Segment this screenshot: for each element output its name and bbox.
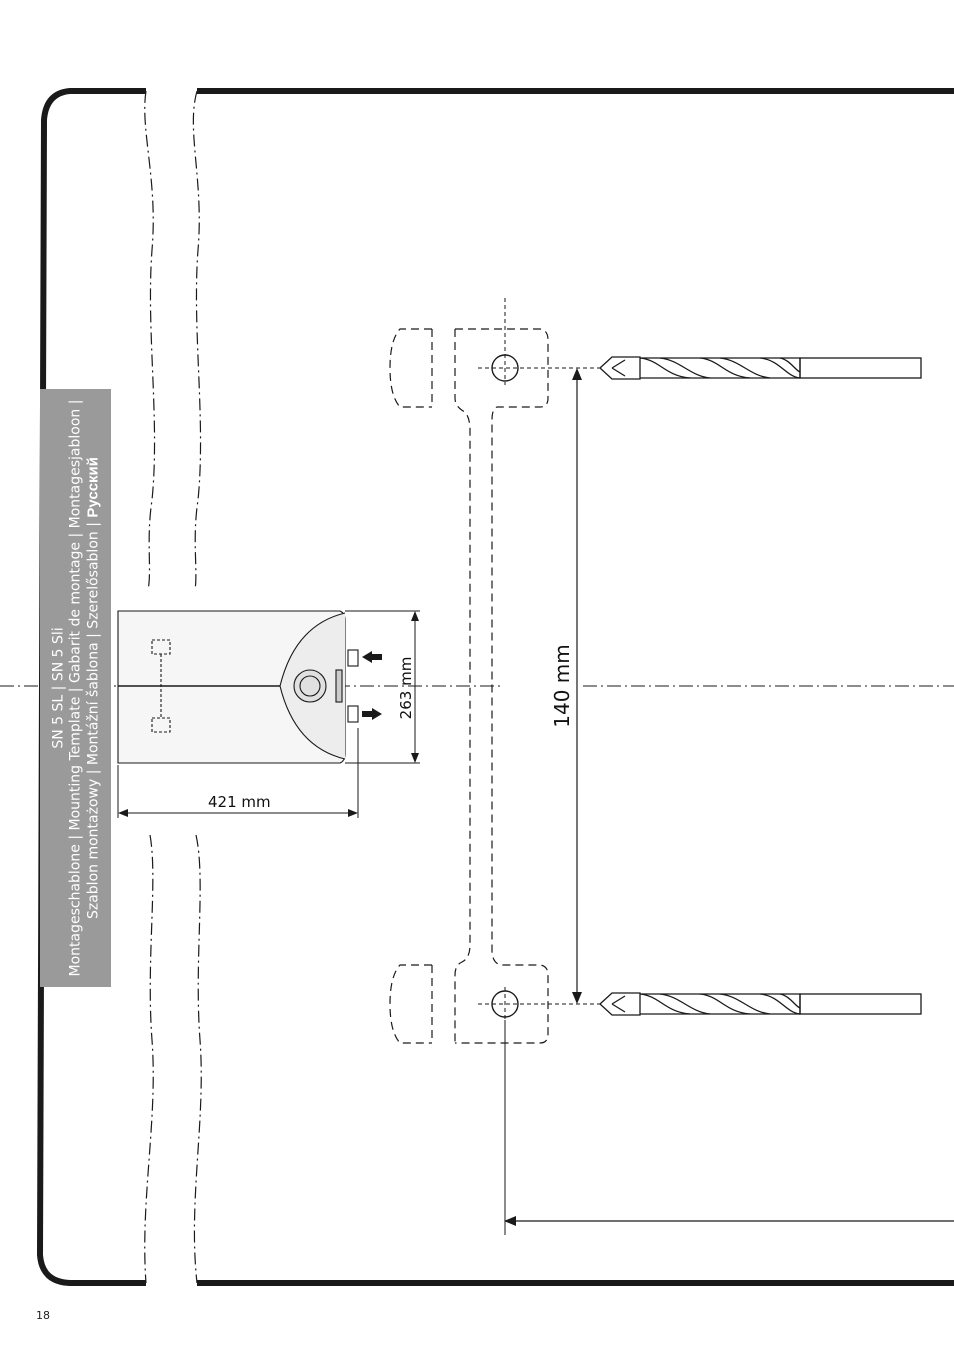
dim-421 <box>117 728 359 818</box>
model-name: SN 5 SL | SN 5 Sli <box>49 627 66 749</box>
dimension-height-label: 263 mm <box>397 656 415 720</box>
dimension-width-label: 421 mm <box>208 793 271 811</box>
drill-bit-lower-icon <box>599 992 922 1016</box>
outlet-arrow-icon <box>362 708 382 720</box>
appliance-icon <box>117 610 359 764</box>
break-line-right-lower <box>193 834 202 1284</box>
inlet-arrow-icon <box>362 651 382 663</box>
page-number: 18 <box>36 1309 50 1322</box>
break-line-left-lower <box>144 834 154 1284</box>
wall-bracket-outline <box>389 328 549 1044</box>
dimension-hole-spacing-label: 140 mm <box>550 644 574 728</box>
template-title-label: SN 5 SL | SN 5 Sli Montageschablone | Mo… <box>40 389 111 987</box>
reference-arrow-head <box>504 1216 516 1226</box>
template-title-line3: Szablon montażowy | Montážní šablona | S… <box>83 457 101 920</box>
drill-bit-upper-icon <box>599 356 922 380</box>
break-line-left-upper <box>144 90 156 591</box>
template-title-line2: Montageschablone | Mounting Template | G… <box>66 399 83 977</box>
break-line-right-upper <box>192 90 202 591</box>
dim-263 <box>345 610 420 764</box>
